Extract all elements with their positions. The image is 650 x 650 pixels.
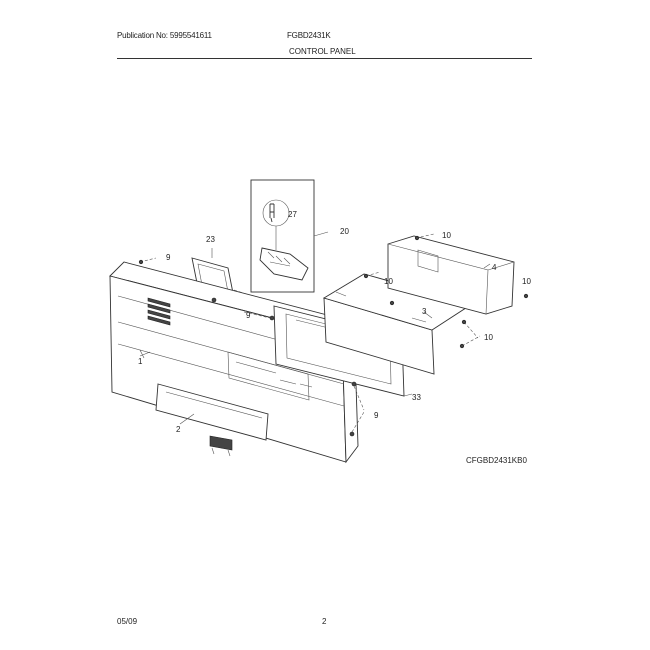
- figure-code: CFGBD2431KB0: [466, 456, 527, 465]
- callout-23: 23: [206, 235, 215, 244]
- callout-27: 27: [288, 210, 297, 219]
- footer-page-number: 2: [322, 617, 327, 626]
- callout-3: 3: [422, 307, 427, 316]
- header-rule: [117, 58, 532, 59]
- vent-slots: [147, 297, 171, 326]
- callout-2: 2: [176, 425, 181, 434]
- callout-9-b: 9: [246, 311, 251, 320]
- part-4-box: [387, 235, 515, 315]
- section-title: CONTROL PANEL: [289, 47, 356, 56]
- publication-number: Publication No: 5995541611: [117, 31, 212, 40]
- part-2-trim: [155, 383, 269, 457]
- callout-20: 20: [340, 227, 349, 236]
- callout-10-c: 10: [384, 277, 393, 286]
- screws: [138, 233, 529, 437]
- callout-10-d: 10: [484, 333, 493, 342]
- callout-4: 4: [492, 263, 497, 272]
- model-number: FGBD2431K: [287, 31, 331, 40]
- footer-date: 05/09: [117, 617, 138, 626]
- callout-9-c: 9: [374, 411, 379, 420]
- callout-9-a: 9: [166, 253, 171, 262]
- callout-10-b: 10: [522, 277, 531, 286]
- callout-1: 1: [138, 357, 143, 366]
- inset-box: [250, 179, 329, 293]
- callout-10-a: 10: [442, 231, 451, 240]
- callouts: 9 23 27 20 10 4 10 10 3 10 9 1 2 9 33 CF…: [138, 210, 531, 465]
- callout-33: 33: [412, 393, 421, 402]
- part-3-housing: [322, 273, 474, 375]
